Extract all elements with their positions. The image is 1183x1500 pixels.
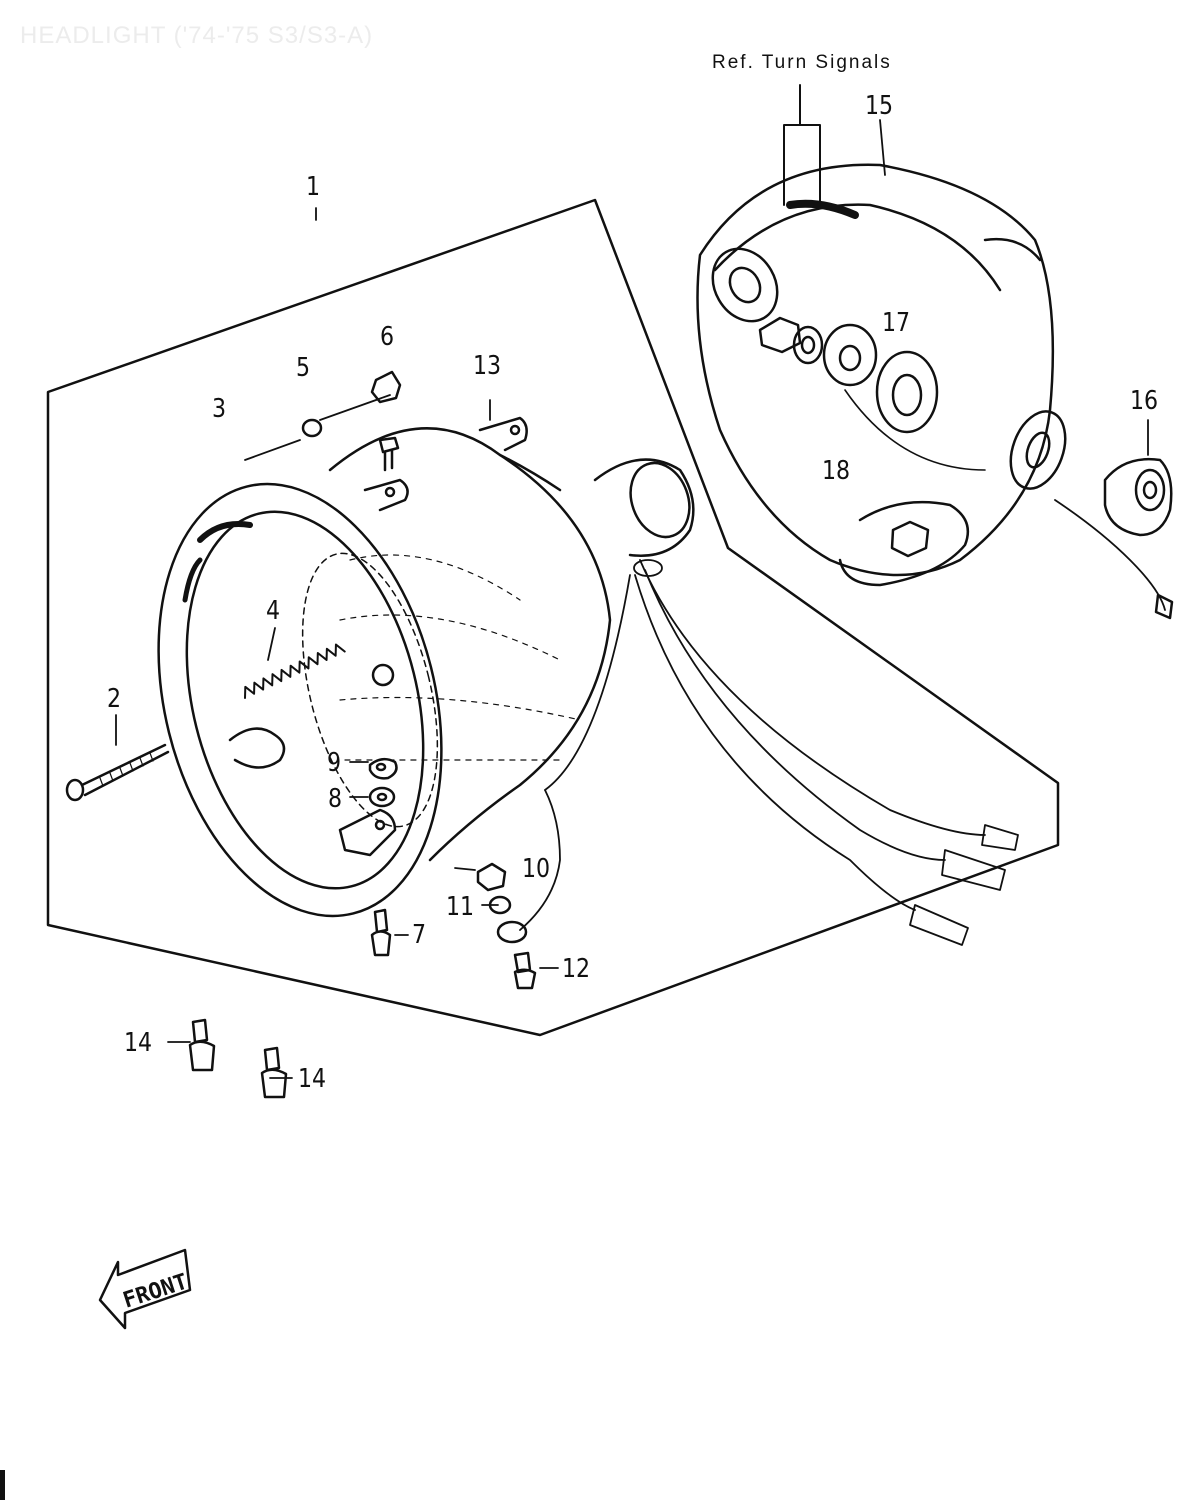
- page-edge-mark: [0, 1470, 5, 1500]
- callout-14a: 14: [124, 1028, 153, 1058]
- adjusting-screw-part: [65, 743, 170, 802]
- washer-5-part: [301, 418, 323, 438]
- callout-18: 18: [822, 456, 851, 486]
- top-screw-part: [378, 436, 400, 472]
- diagram-title: HEADLIGHT ('74-'75 S3/S3-A): [20, 22, 374, 49]
- grommet-18-part: [822, 323, 878, 387]
- headlight-housing-part: [696, 163, 1174, 620]
- housing-washer-part: [792, 325, 824, 365]
- callout-2: 2: [107, 684, 122, 714]
- reference-note: Ref. Turn Signals: [712, 52, 892, 73]
- callout-3: 3: [212, 394, 227, 424]
- headlight-rim: [157, 482, 443, 918]
- assembly-boundary: [46, 198, 1060, 1037]
- grommet-16-part: [1103, 458, 1173, 537]
- callout-11: 11: [446, 892, 475, 922]
- callout-13: 13: [473, 351, 502, 381]
- callout-8: 8: [328, 784, 343, 814]
- grommet-17-part: [875, 350, 939, 434]
- callout-12: 12: [562, 954, 591, 984]
- callout-4: 4: [266, 596, 281, 626]
- callout-17: 17: [882, 308, 911, 338]
- spring-part: [244, 643, 346, 699]
- front-arrow: [98, 1248, 192, 1330]
- callout-16: 16: [1130, 386, 1159, 416]
- callout-9: 9: [327, 748, 342, 778]
- front-label: FRONT: [120, 1269, 191, 1313]
- callout-10: 10: [522, 854, 551, 884]
- ground-wire: [519, 789, 561, 931]
- nut-9-part: [368, 757, 398, 780]
- screw-14b-part: [260, 1046, 288, 1099]
- screw-7-part: [370, 908, 392, 957]
- wire-harness: [544, 559, 1019, 946]
- callout-5: 5: [296, 353, 311, 383]
- screw-14a-part: [188, 1018, 216, 1072]
- nut-6-part: [370, 370, 402, 404]
- housing-nut-part: [758, 316, 802, 354]
- nut-10-part: [476, 862, 507, 892]
- callout-1: 1: [306, 172, 321, 202]
- screw-12-part: [513, 951, 537, 990]
- washer-8-part: [368, 786, 396, 808]
- adjuster-arm: [228, 727, 286, 769]
- callout-6: 6: [380, 322, 395, 352]
- sealed-beam-body: [301, 416, 695, 862]
- turn-signal-ref-bracket: [783, 84, 821, 206]
- callout-7: 7: [412, 920, 427, 950]
- washer-11-part: [488, 895, 512, 915]
- callout-15: 15: [865, 91, 894, 121]
- callout-14b: 14: [298, 1064, 327, 1094]
